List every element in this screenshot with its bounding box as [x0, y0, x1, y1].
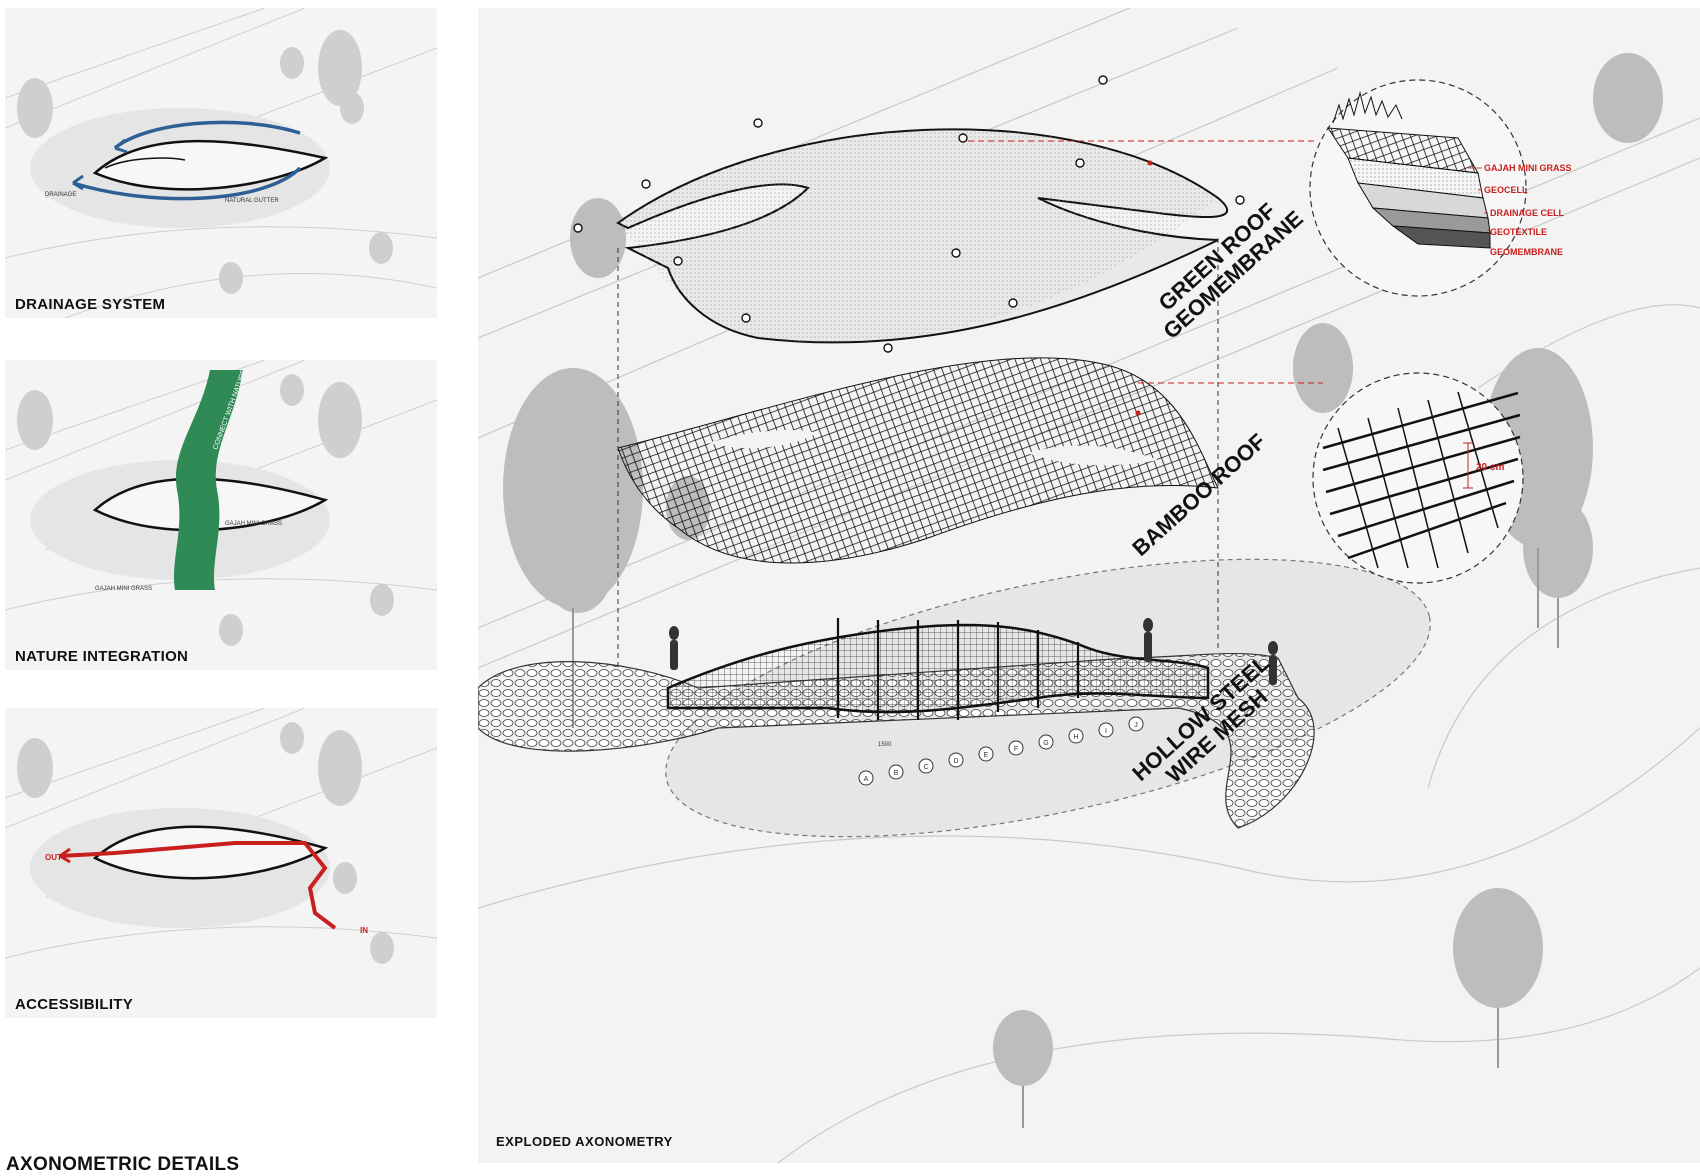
layer-geomembrane: GEOMEMBRANE — [1490, 247, 1563, 257]
grid-letter-i: I — [1105, 728, 1107, 735]
nature-diagram: CONNECT WITH NATURE GAJAH MINI GRASS GAJ… — [5, 360, 437, 646]
panel-drainage: DRAINAGE NATURAL GUTTER DRAINAGE SYSTEM — [5, 8, 437, 318]
drainage-diagram: DRAINAGE NATURAL GUTTER — [5, 8, 437, 318]
gutter-label: NATURAL GUTTER — [225, 198, 279, 204]
panel-title-nature: NATURE INTEGRATION — [15, 648, 189, 665]
grid-letter-b: B — [894, 770, 899, 777]
grass-label-1: GAJAH MINI GRASS — [225, 521, 282, 527]
panel-accessibility: OUT IN ACCESSIBILITY — [5, 708, 437, 1018]
in-label: IN — [360, 926, 368, 935]
out-label: OUT — [45, 853, 62, 862]
grid-letter-f: F — [1014, 746, 1018, 753]
layer-grass: GAJAH MINI GRASS — [1484, 163, 1572, 173]
panel-title-accessibility: ACCESSIBILITY — [15, 996, 134, 1013]
layer-geotextile: GEOTEXTILE — [1490, 227, 1547, 237]
page-title: AXONOMETRIC DETAILS — [6, 1154, 240, 1175]
grid-letter-c: C — [923, 764, 928, 771]
layer-drainage-cell: DRAINAGE CELL — [1490, 208, 1565, 218]
bamboo-spacing-label: 20 cm — [1476, 462, 1504, 473]
grid-letter-a: A — [864, 776, 869, 783]
exploded-axonometry-diagram: A B C D E F G H I J 1500 GAJAH MINI GRAS… — [478, 8, 1700, 1163]
grid-letter-h: H — [1073, 734, 1078, 741]
grid-letter-e: E — [984, 752, 989, 759]
accessibility-diagram: OUT IN — [5, 708, 437, 964]
exploded-axonometry-panel: A B C D E F G H I J 1500 GAJAH MINI GRAS… — [478, 8, 1700, 1163]
panel-nature: CONNECT WITH NATURE GAJAH MINI GRASS GAJ… — [5, 360, 437, 670]
main-title: EXPLODED AXONOMETRY — [496, 1134, 673, 1149]
grid-letter-j: J — [1134, 722, 1138, 729]
panel-title-drainage: DRAINAGE SYSTEM — [15, 296, 166, 313]
grass-label-2: GAJAH MINI GRASS — [95, 586, 152, 592]
dimension-label: 1500 — [878, 742, 892, 748]
grid-letter-d: D — [953, 758, 958, 765]
grid-letter-g: G — [1043, 740, 1048, 747]
drainage-label: DRAINAGE — [45, 192, 76, 198]
layer-geocell: GEOCELL — [1484, 185, 1528, 195]
